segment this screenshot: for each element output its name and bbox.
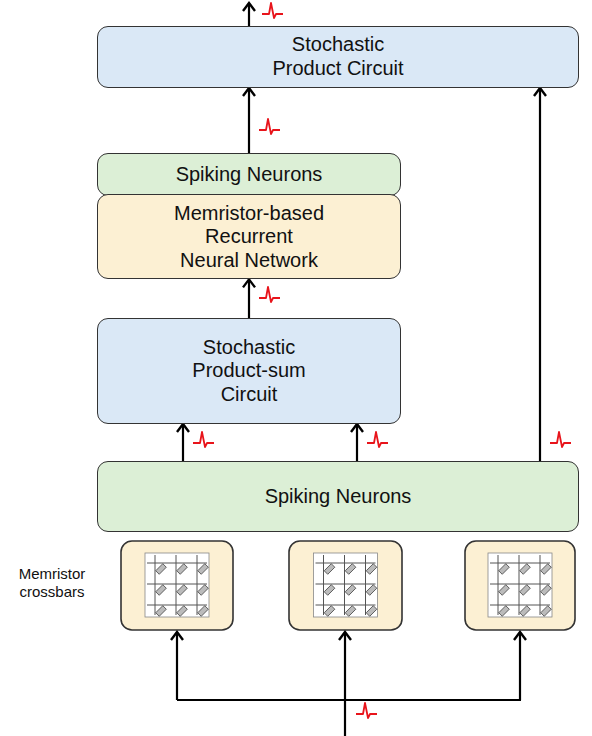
network-box: Memristor-based Recurrent Neural Network <box>97 194 401 279</box>
arrow-head <box>243 279 255 287</box>
neuron-box: Spiking Neurons <box>97 461 579 532</box>
arrow-head <box>514 632 526 640</box>
arrow-head <box>339 632 351 640</box>
signal-arrow <box>248 88 250 153</box>
output-arrow <box>243 3 255 26</box>
signal-arrow <box>248 279 250 318</box>
part-label: Memristor crossbars <box>4 565 100 601</box>
node-text: Stochastic Product-sum Circuit <box>184 336 314 407</box>
arrow-head <box>351 424 363 432</box>
signal-arrow <box>539 88 541 461</box>
memristor-crossbar <box>465 541 575 630</box>
arrow-head <box>177 424 189 432</box>
arrow-head <box>243 3 255 11</box>
spike-symbol <box>550 432 571 447</box>
node-text: Spiking Neurons <box>265 485 412 509</box>
circuit-box: Stochastic Product-sum Circuit <box>97 318 401 424</box>
spike-symbol <box>356 703 377 718</box>
arrow-head <box>243 88 255 96</box>
node-text: Memristor-based Recurrent Neural Network <box>173 202 325 273</box>
signal-arrow <box>356 424 358 461</box>
circuit-box: Stochastic Product Circuit <box>97 26 579 88</box>
signal-arrow <box>182 424 184 461</box>
memristor-crossbar <box>289 541 402 630</box>
input-wires <box>171 632 526 736</box>
memristor-crossbar <box>121 541 233 630</box>
spike-symbol <box>367 432 388 447</box>
spike-symbol <box>193 432 214 447</box>
arrow-head <box>171 632 183 640</box>
spike-symbol <box>259 287 280 302</box>
node-text: Stochastic Product Circuit <box>256 33 421 80</box>
neuron-box: Spiking Neurons <box>97 153 401 196</box>
spike-symbol <box>259 119 280 134</box>
node-text: Spiking Neurons <box>176 163 323 187</box>
arrow-head <box>534 88 546 96</box>
spike-symbol <box>262 3 283 18</box>
